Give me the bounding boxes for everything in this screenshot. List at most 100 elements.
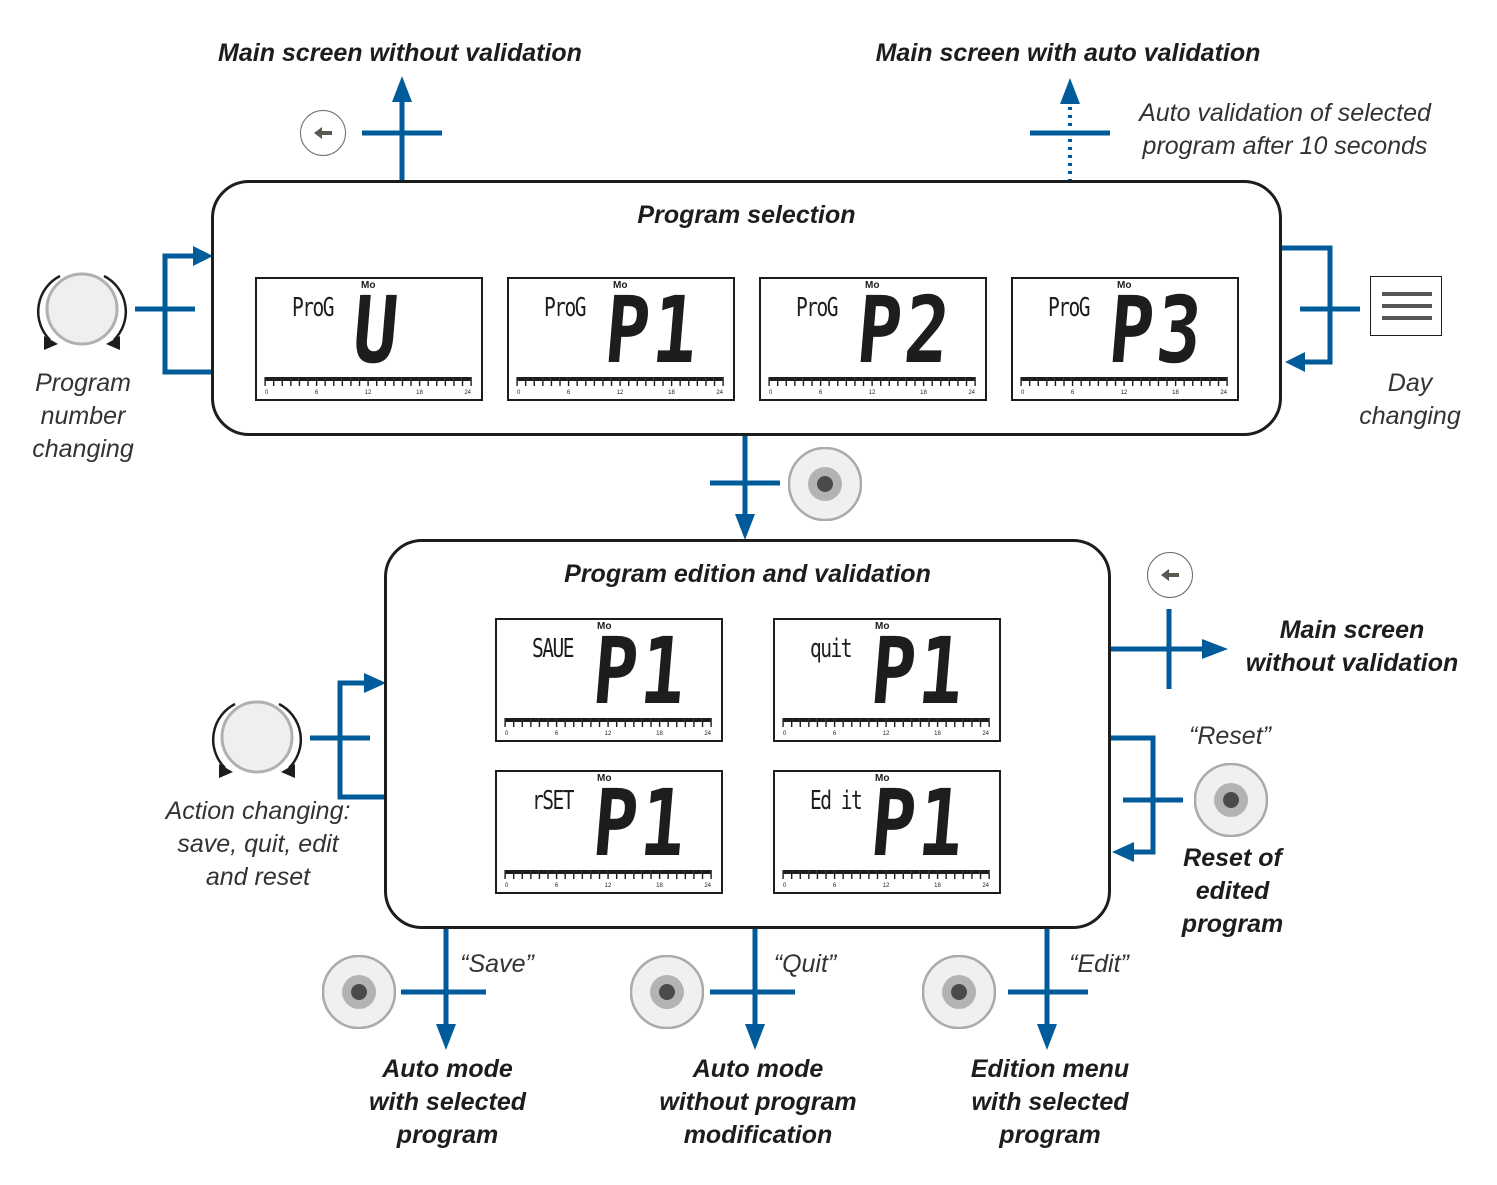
program-edition-panel: Program edition and validation: [384, 539, 1111, 929]
timeline-tick: [530, 718, 532, 727]
menu-button[interactable]: [1370, 276, 1442, 336]
timeline-tick: [710, 870, 712, 879]
timeline-tick: [965, 377, 968, 386]
timeline-tick: [624, 718, 626, 727]
timeline-tick: [547, 870, 549, 879]
timeline-tick: [945, 870, 947, 879]
timeline-tick: [928, 718, 930, 727]
timeline-tick: [1149, 377, 1151, 386]
timeline-segment: [941, 377, 949, 381]
timeline-tick: [650, 718, 652, 727]
ok-button-save[interactable]: [321, 954, 397, 1030]
timeline-tick: [701, 718, 704, 727]
arrowhead-down-quit: [745, 1024, 765, 1050]
timeline-tick: [555, 718, 558, 727]
timeline-tick: [436, 377, 438, 386]
timeline-tick-label: 18: [934, 731, 941, 737]
timeline-segment: [505, 718, 513, 722]
timeline-tick: [693, 718, 695, 727]
timeline-tick: [979, 718, 982, 727]
timeline-tick: [264, 377, 266, 386]
timeline-tick: [627, 377, 630, 386]
ok-button-edit[interactable]: [921, 954, 997, 1030]
timeline-segment: [783, 718, 791, 722]
timeline-segment: [826, 870, 834, 874]
timeline-segment: [864, 377, 872, 381]
timeline-segment: [1098, 377, 1107, 381]
timeline-segment: [703, 718, 711, 722]
timeline-segment: [694, 718, 702, 722]
timeline-tick: [722, 377, 724, 386]
timeline-tick: [919, 718, 922, 727]
timeline-tick-label: 18: [656, 883, 663, 889]
timeline-tick: [936, 718, 939, 727]
back-button-edition[interactable]: [1147, 552, 1193, 598]
timeline-tick-label: 24: [704, 883, 711, 889]
timeline-tick: [530, 870, 532, 879]
timeline-tick-label: 0: [505, 883, 509, 889]
timeline-segment: [582, 718, 591, 722]
timeline-segment: [817, 718, 826, 722]
timeline-segment: [920, 870, 929, 874]
rotary-knob-program[interactable]: [32, 262, 132, 362]
timeline-segment: [505, 870, 513, 874]
ok-button-reset[interactable]: [1193, 762, 1269, 838]
timeline-tick: [811, 377, 813, 386]
back-button-top[interactable]: [300, 110, 346, 156]
timeline-segment: [972, 870, 980, 874]
timeline-tick: [559, 377, 561, 386]
arrowhead-down-edit: [1037, 1024, 1057, 1050]
loop-day-changing: [1282, 245, 1333, 365]
timeline-segment: [786, 377, 795, 381]
program-number-caption-2: number: [40, 402, 126, 430]
timeline-tick: [307, 377, 309, 386]
rotary-knob-action[interactable]: [207, 690, 307, 790]
timeline-tick: [905, 377, 908, 386]
timeline-tick: [971, 718, 973, 727]
ok-button-quit[interactable]: [629, 954, 705, 1030]
timeline-tick: [641, 718, 644, 727]
timeline-tick: [837, 377, 839, 386]
timeline-segment: [955, 870, 963, 874]
timeline-segment: [929, 718, 937, 722]
timeline-tick: [885, 718, 887, 727]
ok-button-icon: [321, 954, 397, 1030]
lcd-label: ProG: [1048, 293, 1090, 323]
timeline-tick: [521, 870, 523, 879]
lcd-day: Mo: [875, 621, 890, 632]
timeline-segment: [411, 377, 419, 381]
ok-button-center[interactable]: [787, 446, 863, 522]
timeline-tick-label: 12: [605, 731, 612, 737]
timeline-tick: [1114, 377, 1117, 386]
timeline-tick: [988, 870, 990, 879]
reset-caption-1: Reset of: [1183, 844, 1282, 872]
timeline-segment: [1055, 377, 1064, 381]
timeline-tick: [576, 377, 578, 386]
timeline-segment: [1124, 377, 1132, 381]
timeline-segment: [560, 377, 568, 381]
timeline-segment: [680, 377, 689, 381]
program-number-caption-3: changing: [32, 435, 134, 463]
timeline-tick: [633, 718, 635, 727]
timeline-segment: [534, 377, 543, 381]
timeline-tick: [667, 870, 669, 879]
lcd-day: Mo: [597, 621, 612, 632]
timeline-tick: [862, 377, 865, 386]
timeline-segment: [886, 718, 894, 722]
timeline-tick-label: 0: [783, 731, 787, 737]
timeline-tick: [782, 718, 784, 727]
timeline-segment: [685, 870, 694, 874]
auto-validation-note-line2: program after 10 seconds: [1142, 132, 1428, 160]
timeline-segment: [946, 870, 955, 874]
timeline-tick: [911, 870, 913, 879]
timeline-tick: [567, 377, 570, 386]
timeline-tick: [555, 870, 558, 879]
arrowhead-left-reset: [1112, 842, 1134, 862]
timeline-tick-label: 12: [883, 731, 890, 737]
timeline-segment: [543, 377, 551, 381]
timeline-tick: [658, 718, 661, 727]
